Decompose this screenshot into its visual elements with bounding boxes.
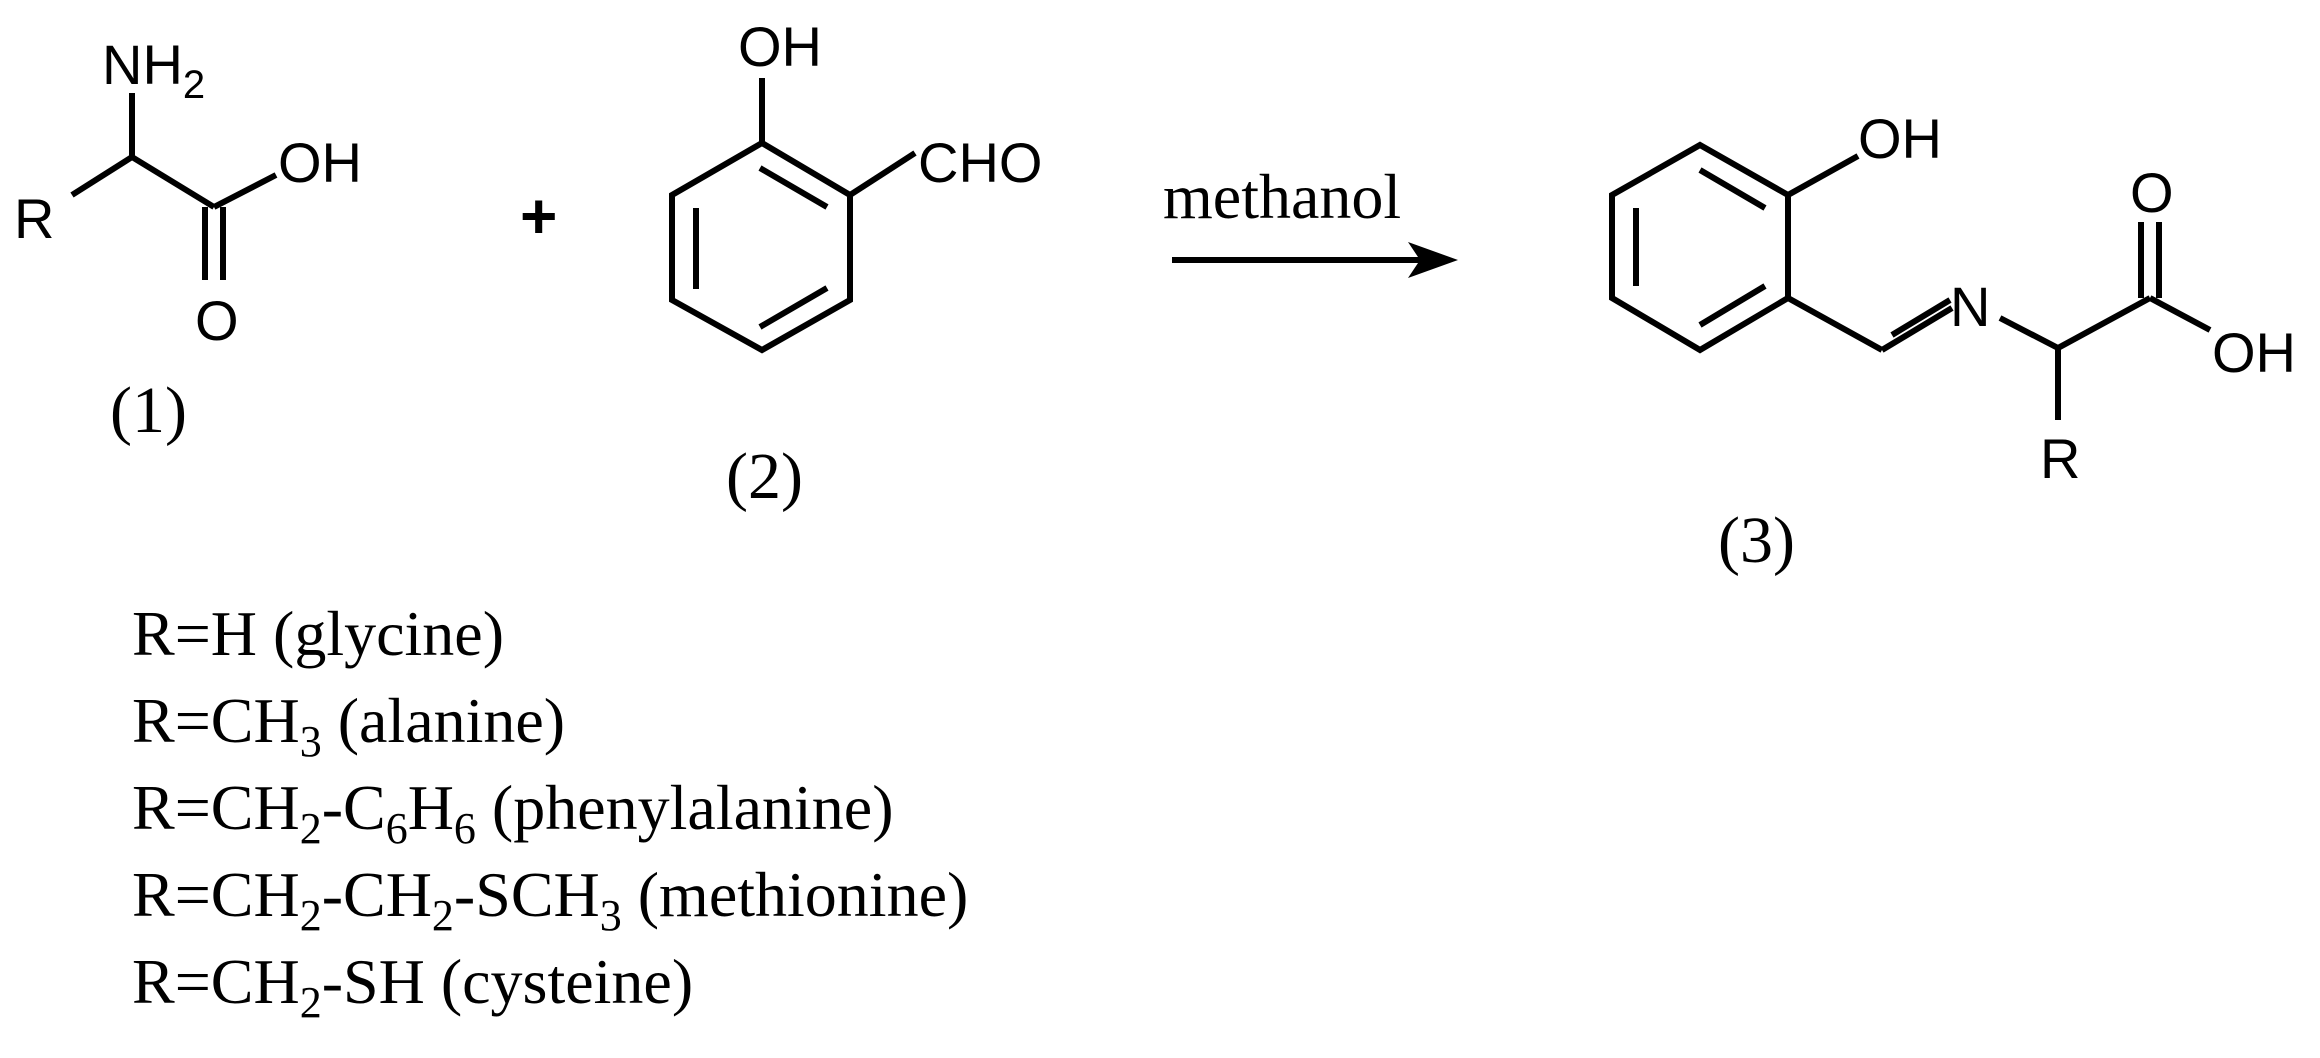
salicylaldehyde-structure: OH CHO xyxy=(669,15,1042,354)
r-group-list: R=H (glycine) R=CH3 (alanine) R=CH2-C6H6… xyxy=(132,598,968,1027)
phenol-oh-atom: OH xyxy=(738,15,822,78)
bond-calpha-carboxyl xyxy=(2056,295,2152,351)
bond-n-calpha xyxy=(1998,315,2060,351)
plus-sign: + xyxy=(520,180,557,252)
carbonyl-oxygen-atom: O xyxy=(2130,161,2174,224)
compound-label-3: (3) xyxy=(1718,504,1795,577)
phenol-oh-atom: OH xyxy=(1858,107,1942,170)
solvent-label: methanol xyxy=(1163,161,1401,232)
ring-double-bond-1 xyxy=(758,165,829,210)
aldehyde-group: CHO xyxy=(918,131,1042,194)
r-group-line-methionine: R=CH2-CH2-SCH3 (methionine) xyxy=(132,859,968,940)
ring-double-bond-2 xyxy=(1698,283,1767,328)
r-group-line-glycine: R=H (glycine) xyxy=(132,598,504,669)
ring-double-bond-2 xyxy=(758,285,829,330)
r-group-line-alanine: R=CH3 (alanine) xyxy=(132,685,565,766)
bond-ch-n-1 xyxy=(1880,305,1954,353)
schiff-base-structure: OH N O OH R xyxy=(1609,107,2296,490)
reaction-arrow-head xyxy=(1408,242,1458,278)
bond-ring-ch xyxy=(1786,295,1884,353)
amino-acid-structure: NH2 R OH O xyxy=(14,33,362,352)
compound-label-1: (1) xyxy=(110,374,187,447)
r-group-atom: R xyxy=(2040,427,2080,490)
imine-nitrogen-atom: N xyxy=(1950,275,1990,338)
compound-label-2: (2) xyxy=(726,440,803,513)
r-group-line-cysteine: R=CH2-SH (cysteine) xyxy=(132,946,693,1027)
ring-double-bond-1 xyxy=(1698,167,1767,211)
bond-c-oh xyxy=(212,172,278,210)
bond-c-oh xyxy=(2148,295,2212,333)
r-group-atom: R xyxy=(14,187,54,250)
r-group-line-phenylalanine: R=CH2-C6H6 (phenylalanine) xyxy=(132,772,894,853)
bond-ring-cho xyxy=(848,150,917,198)
carbonyl-oxygen-atom: O xyxy=(195,289,239,352)
bond-ch-n-2 xyxy=(1890,297,1952,338)
amine-group: NH2 xyxy=(102,33,205,107)
hydroxyl-atom: OH xyxy=(278,131,362,194)
bond-calpha-carboxyl xyxy=(130,154,216,210)
bond-ring-oh xyxy=(1786,153,1860,198)
bond-calpha-r xyxy=(70,154,134,198)
hydroxyl-atom: OH xyxy=(2212,321,2296,384)
